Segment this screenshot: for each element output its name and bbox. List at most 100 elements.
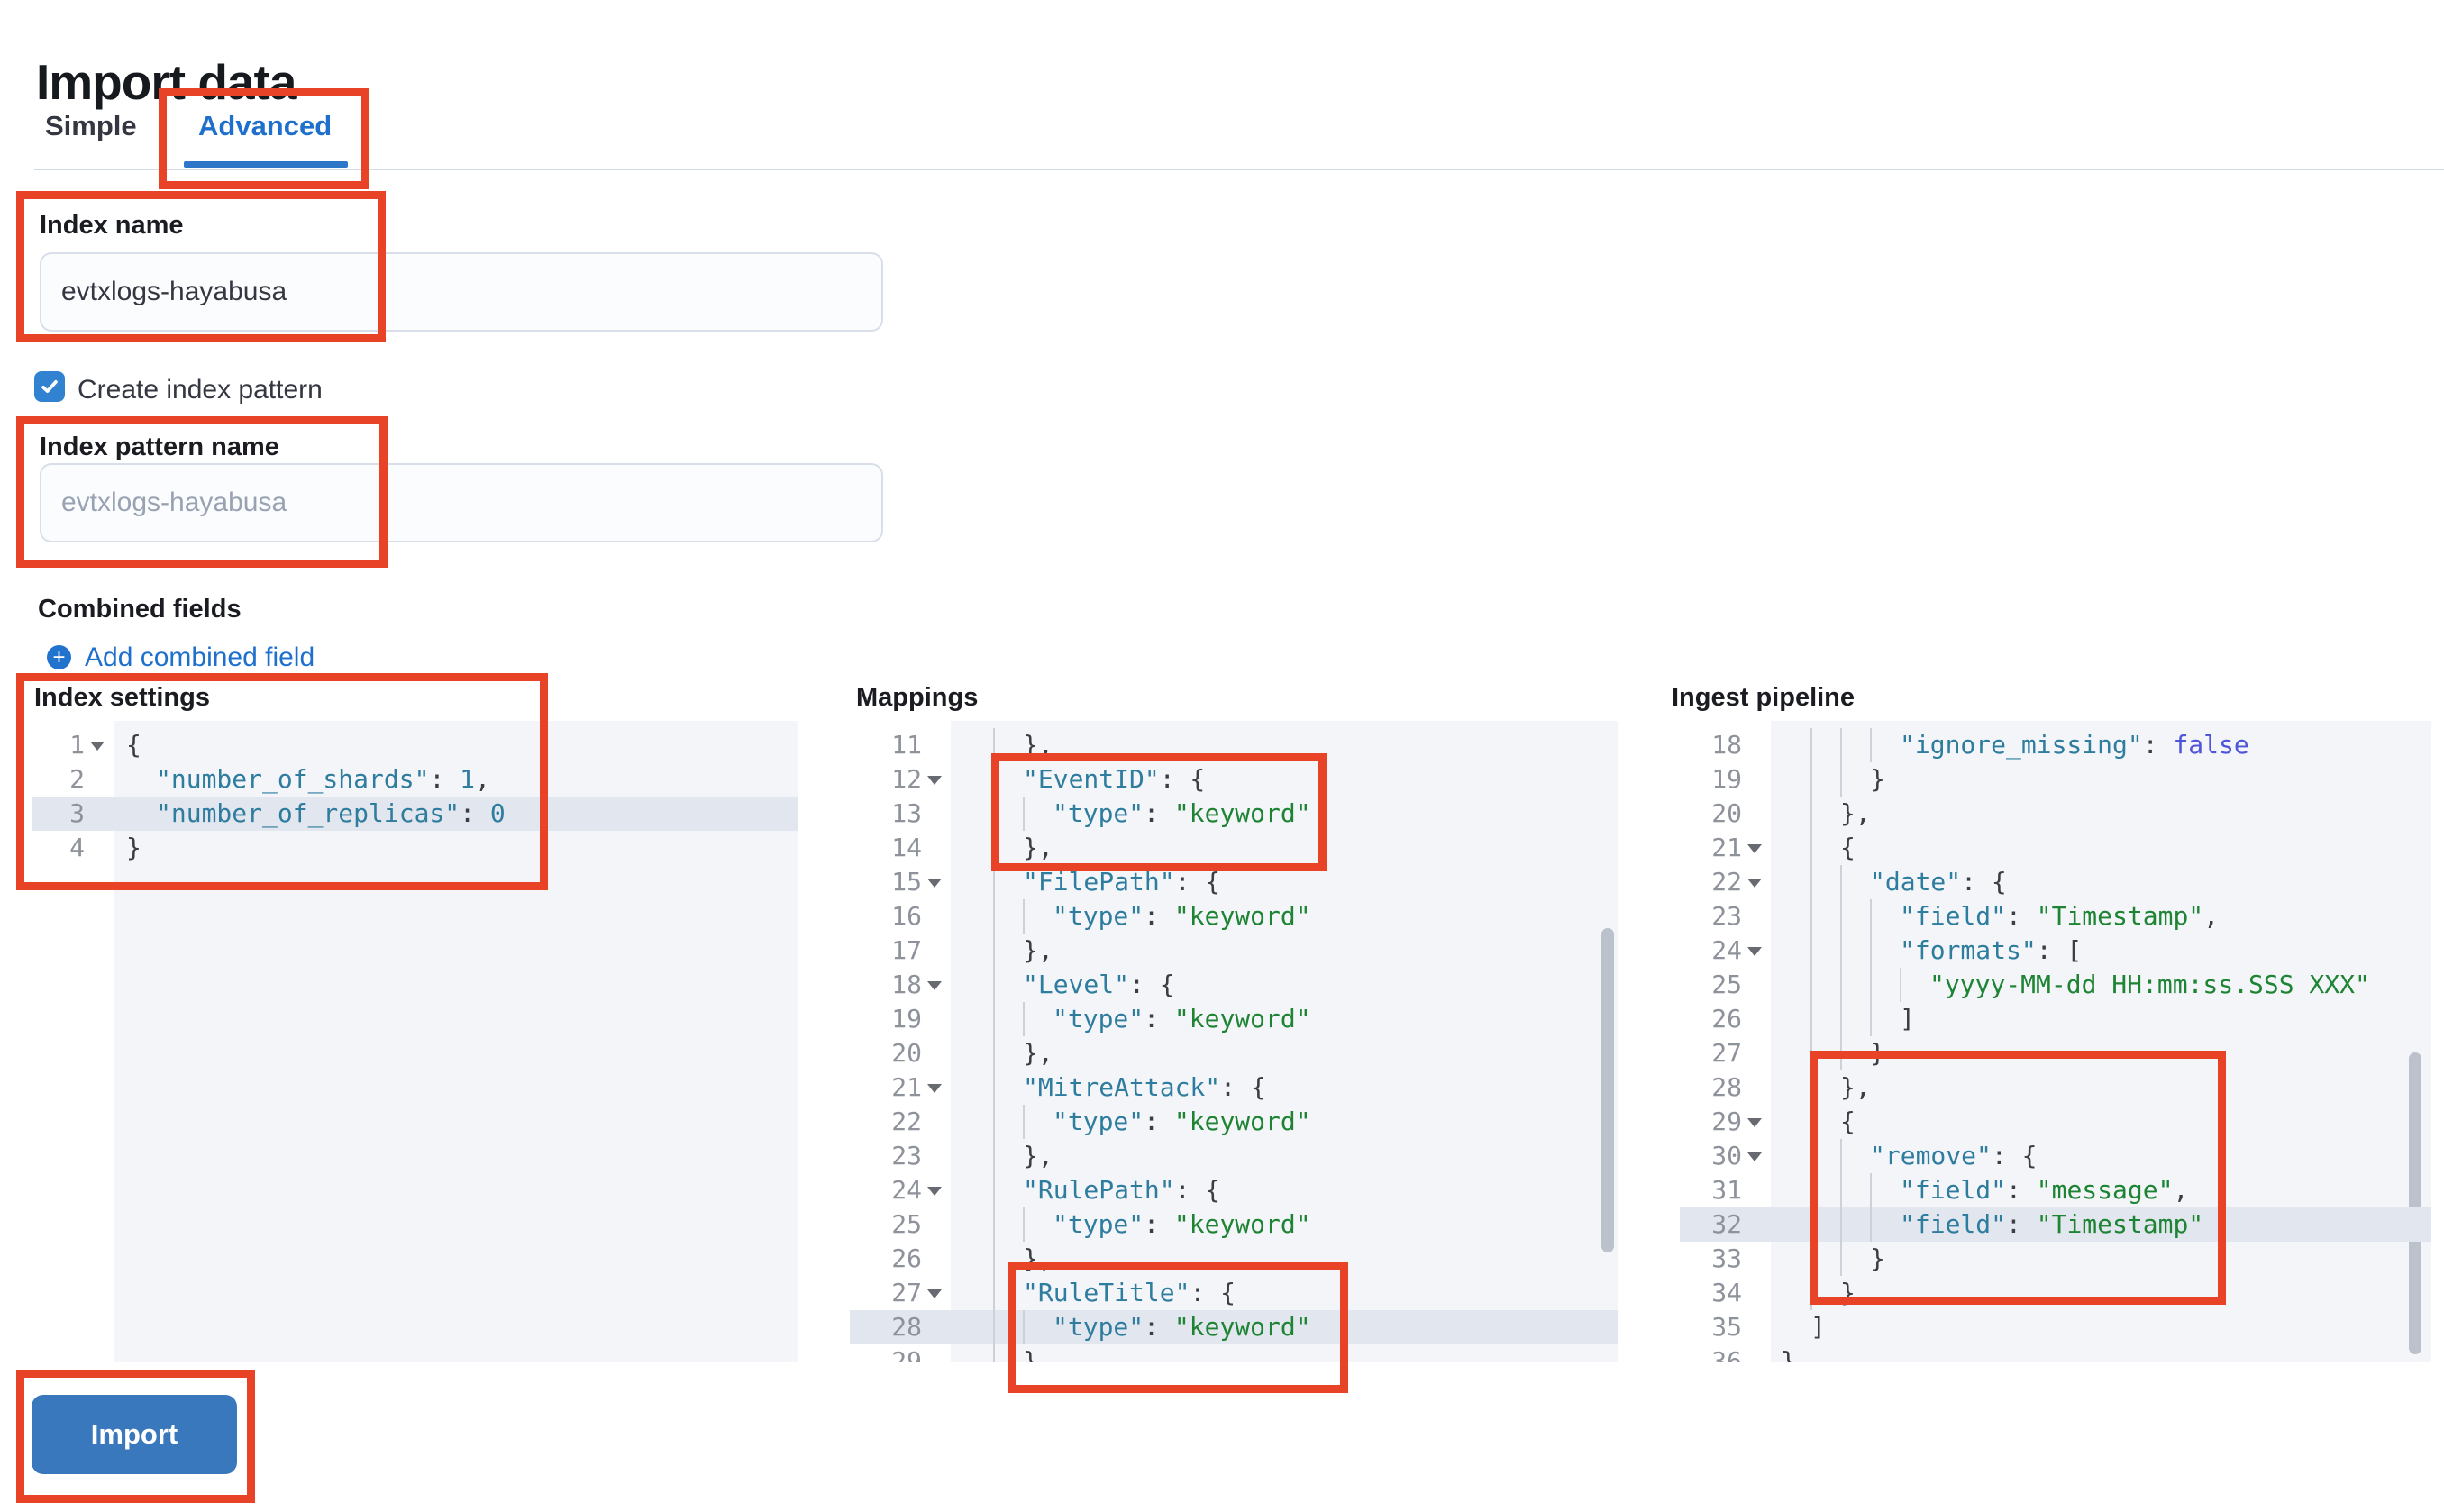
indent-guide — [993, 1070, 995, 1105]
code-text: } — [126, 833, 141, 862]
plus-in-circle-icon[interactable]: + — [47, 645, 71, 669]
code-text: "type": "keyword" — [1053, 1312, 1311, 1342]
indent-guide — [1810, 968, 1812, 1002]
code-line: 19"type": "keyword" — [850, 1002, 1618, 1036]
indent-guide — [1810, 831, 1812, 865]
selected-tab-underline — [184, 161, 348, 168]
indent-guide — [993, 1207, 995, 1242]
line-number: 28 — [891, 1312, 922, 1342]
fold-arrow-icon[interactable] — [927, 879, 942, 888]
indent-guide — [1810, 762, 1812, 797]
indent-guide — [1810, 1002, 1812, 1036]
code-line: 28}, — [1680, 1070, 2431, 1105]
fold-arrow-icon[interactable] — [927, 981, 942, 990]
code-line: 31"field": "message", — [1680, 1173, 2431, 1207]
ingest-pipeline-scrollbar-thumb[interactable] — [2409, 1052, 2421, 1354]
mappings-editor[interactable]: 11},12"EventID": {13"type": "keyword"14}… — [850, 721, 1618, 1362]
indent-guide — [993, 831, 995, 865]
code-text: "type": "keyword" — [1053, 1209, 1311, 1239]
code-line: 23}, — [850, 1139, 1618, 1173]
index-settings-editor[interactable]: 1{2"number_of_shards": 1,3"number_of_rep… — [32, 721, 798, 1362]
fold-arrow-icon[interactable] — [1747, 1152, 1762, 1161]
index-name-input[interactable] — [40, 252, 883, 332]
indent-guide — [993, 1310, 995, 1344]
code-line: 29{ — [1680, 1105, 2431, 1139]
indent-guide — [1810, 1207, 1812, 1242]
fold-arrow-icon[interactable] — [927, 1084, 942, 1093]
code-line: 24"RulePath": { — [850, 1173, 1618, 1207]
code-text: "FilePath": { — [1023, 867, 1221, 897]
editor-gutter — [850, 721, 951, 1362]
line-number: 12 — [891, 764, 922, 794]
create-index-pattern-checkbox[interactable] — [34, 371, 65, 402]
code-text: } — [1870, 1243, 1885, 1273]
code-line: 16"type": "keyword" — [850, 899, 1618, 934]
code-text: }, — [1023, 730, 1053, 760]
fold-arrow-icon[interactable] — [90, 742, 105, 751]
indent-guide — [1840, 1036, 1842, 1070]
code-line: 18"Level": { — [850, 968, 1618, 1002]
indent-guide — [993, 1002, 995, 1036]
line-number: 14 — [891, 833, 922, 862]
line-number: 11 — [891, 730, 922, 760]
indent-guide — [1900, 968, 1901, 1002]
indent-guide — [993, 968, 995, 1002]
tab-advanced[interactable]: Advanced — [198, 110, 333, 141]
code-text: }, — [1023, 1346, 1053, 1362]
code-text: "type": "keyword" — [1053, 798, 1311, 828]
line-number: 23 — [891, 1141, 922, 1170]
add-combined-field-link[interactable]: Add combined field — [85, 642, 315, 672]
indent-guide — [1023, 1207, 1025, 1242]
indent-guide — [993, 1173, 995, 1207]
index-name-label: Index name — [40, 211, 184, 240]
indent-guide — [1870, 1173, 1872, 1207]
indent-guide — [993, 728, 995, 762]
indent-guide — [993, 1344, 995, 1362]
index-pattern-name-label: Index pattern name — [40, 433, 279, 461]
code-text: "number_of_shards": 1, — [156, 764, 490, 794]
mappings-scrollbar-thumb[interactable] — [1601, 928, 1614, 1252]
fold-arrow-icon[interactable] — [927, 1289, 942, 1298]
code-text: "field": "Timestamp" — [1900, 1209, 2204, 1239]
indent-guide — [993, 797, 995, 831]
code-text: }, — [1023, 833, 1053, 862]
indent-guide — [1840, 968, 1842, 1002]
indent-guide — [1840, 728, 1842, 762]
combined-fields-label: Combined fields — [38, 595, 242, 624]
fold-arrow-icon[interactable] — [927, 1187, 942, 1196]
indent-guide — [1810, 1173, 1812, 1207]
fold-arrow-icon[interactable] — [1747, 947, 1762, 956]
line-number: 22 — [891, 1107, 922, 1136]
code-line: 14}, — [850, 831, 1618, 865]
indent-guide — [1810, 1139, 1812, 1173]
code-line: 4} — [32, 831, 798, 865]
fold-arrow-icon[interactable] — [1747, 1118, 1762, 1127]
code-line: 26}, — [850, 1242, 1618, 1276]
line-number: 19 — [1711, 764, 1742, 794]
code-text: } — [1840, 1278, 1856, 1307]
line-number: 26 — [1711, 1004, 1742, 1034]
line-number: 24 — [891, 1175, 922, 1205]
tab-simple[interactable]: Simple — [45, 110, 137, 141]
code-text: ] — [1900, 1004, 1915, 1034]
line-number: 31 — [1711, 1175, 1742, 1205]
code-text: "number_of_replicas": 0 — [156, 798, 506, 828]
line-number: 26 — [891, 1243, 922, 1273]
line-number: 23 — [1711, 901, 1742, 931]
import-button[interactable]: Import — [32, 1395, 237, 1474]
mappings-label: Mappings — [856, 683, 979, 712]
fold-arrow-icon[interactable] — [1747, 879, 1762, 888]
index-pattern-name-input[interactable] — [40, 463, 883, 542]
indent-guide — [993, 1242, 995, 1276]
fold-arrow-icon[interactable] — [1747, 844, 1762, 853]
code-text: }, — [1840, 1072, 1871, 1102]
indent-guide — [1840, 1207, 1842, 1242]
code-text: { — [1840, 833, 1856, 862]
code-line: 17}, — [850, 934, 1618, 968]
fold-arrow-icon[interactable] — [927, 776, 942, 785]
indent-guide — [1840, 934, 1842, 968]
indent-guide — [1810, 1036, 1812, 1070]
code-line: 13"type": "keyword" — [850, 797, 1618, 831]
indent-guide — [993, 865, 995, 899]
